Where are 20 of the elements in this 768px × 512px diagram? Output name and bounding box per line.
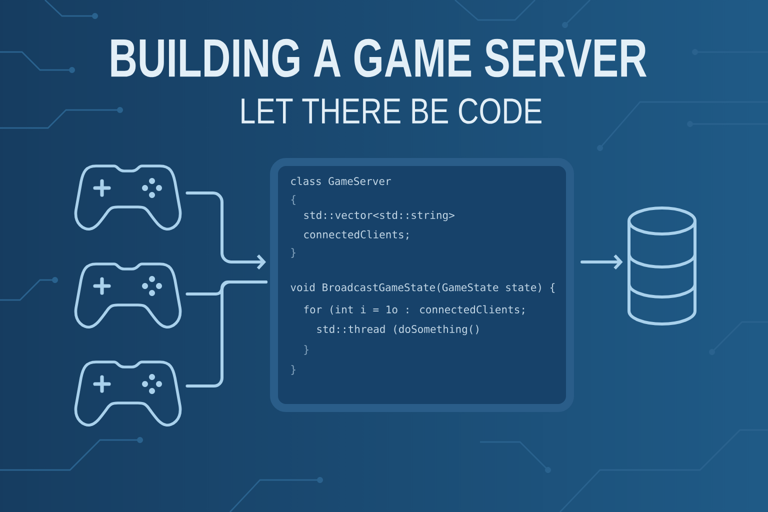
subtitle: LET THERE BE CODE: [242, 98, 542, 124]
database-icon: [628, 206, 696, 326]
arrow: [580, 254, 623, 270]
code-line: std::thread (doSomething(): [317, 324, 478, 336]
code-line: for (int i = 1o : connectedClients;: [304, 305, 524, 315]
gamepad-icon: [74, 360, 182, 426]
code-line: {: [291, 195, 296, 205]
gamepad-icon: [74, 262, 182, 328]
code-line: }: [291, 365, 296, 375]
code-panel: [270, 158, 574, 412]
gamepad-icon: [74, 164, 182, 231]
title: BUILDING A GAME SERVER: [111, 38, 647, 78]
arrow: [186, 192, 266, 270]
connector-line: [186, 280, 268, 388]
code-line: void BroadcastGameState(GameState state) {: [290, 283, 555, 293]
code-line: }: [304, 345, 308, 355]
code-line: connectedClients;: [304, 230, 408, 240]
code-line: std::vector<std::string>: [304, 210, 454, 222]
code-line: }: [291, 248, 296, 258]
code-line: class GameServer: [291, 176, 391, 186]
